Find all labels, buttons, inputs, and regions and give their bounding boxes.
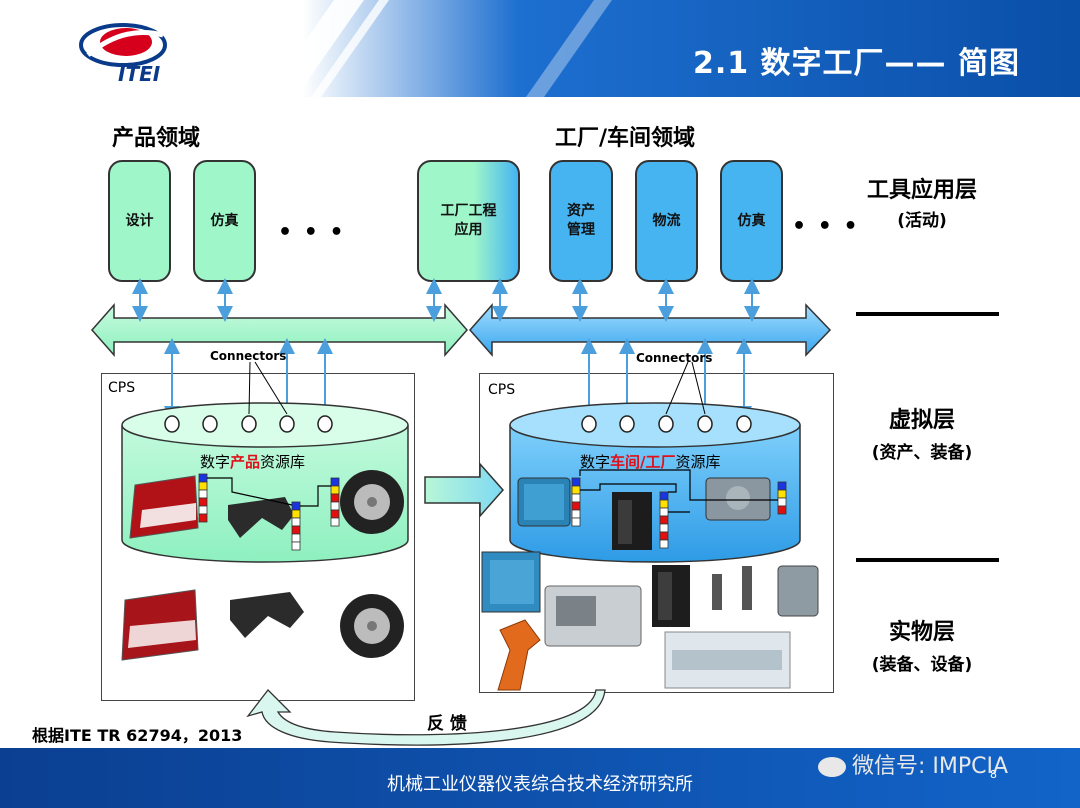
product-color-bars [198,473,340,551]
watermark: 微信号: IMPCIA [818,748,1008,780]
factory-domain-title: 工厂/车间领域 [555,126,696,151]
factory-model-images [517,477,771,550]
logo-text: ITEI [118,62,161,86]
feedback-label: 反 馈 [427,714,467,734]
tool-box-plant-engineering: 工厂工程应用 [417,160,520,282]
product-physical-images [121,589,404,661]
tool-layer-title: 工具应用层 [866,178,977,203]
cps-transfer-arrow [424,462,505,518]
tool-box-asset-management: 资产管理 [549,160,613,282]
layer-divider-1 [856,312,999,316]
connectors-label-right: Connectors [636,351,713,365]
product-domain-title: 产品领域 [112,126,201,151]
product-ellipsis: • • • [278,220,346,245]
layer-divider-2 [856,558,999,562]
physical-layer-subtitle: (装备、设备) [871,655,973,675]
tool-box-logistics: 物流 [635,160,698,282]
factory-color-bars [571,477,787,549]
product-model-images [129,470,404,539]
cps-left-label: CPS [108,380,136,396]
product-bus-arrow [91,303,468,357]
slide-title: 2.1 数字工厂—— 简图 [692,46,1020,81]
footer-bar [0,748,1080,808]
factory-physical-images [481,551,819,691]
virtual-layer-title: 虚拟层 [888,408,955,433]
page-number: 8 [990,768,997,781]
factory-bus-arrow [469,303,832,357]
factory-ellipsis: • • • [792,214,860,239]
tool-box-simulation-factory: 仿真 [720,160,783,282]
footer-text: 机械工业仪器仪表综合技术经济研究所 [387,774,693,795]
physical-layer-title: 实物层 [888,620,955,645]
cps-right-label: CPS [488,382,516,398]
header-bar [0,0,1080,97]
product-database-label: 数字产品资源库 [200,453,306,471]
feedback-arrow [246,689,606,746]
connectors-label-left: Connectors [210,349,287,363]
virtual-layer-subtitle: (资产、装备) [871,443,973,463]
itei-logo-icon [79,23,167,67]
reference-text: 根据ITE TR 62794，2013 [32,726,243,745]
tool-layer-subtitle: (活动) [897,211,947,231]
factory-database-cylinder [509,425,801,563]
wechat-icon [818,757,846,777]
factory-database-label: 数字车间/工厂资源库 [580,453,721,471]
